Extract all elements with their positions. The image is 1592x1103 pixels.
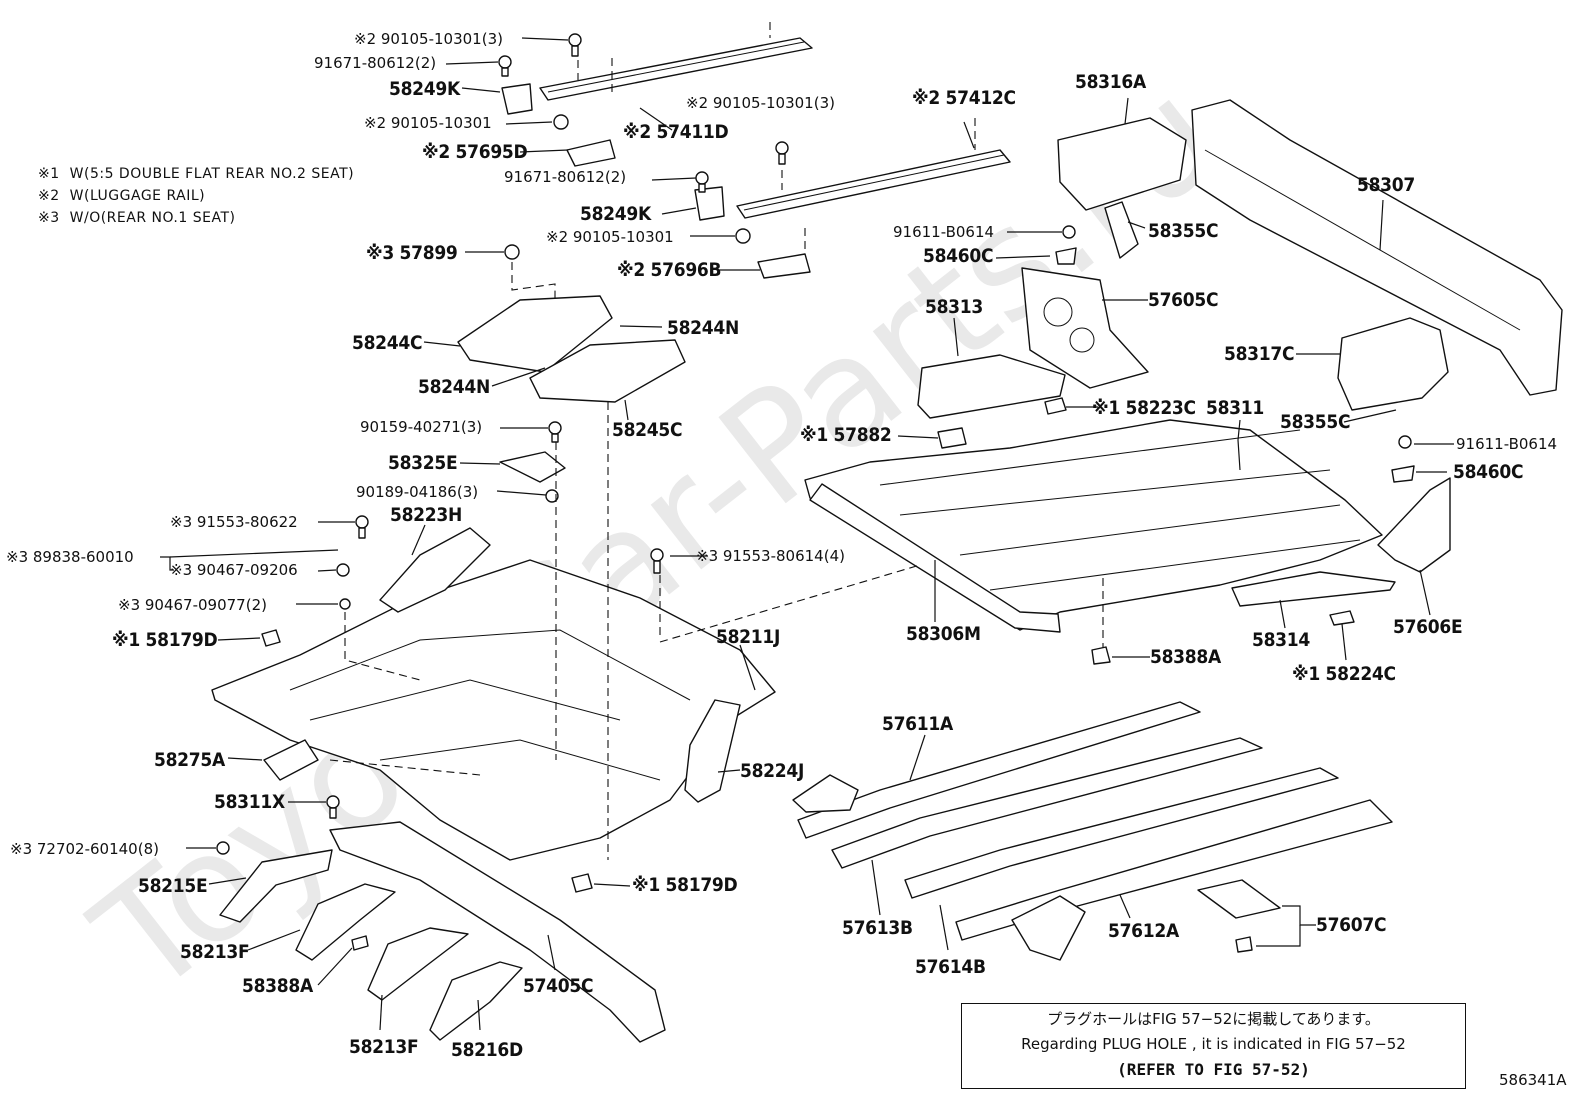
label-58213F-lower: 58213F [349,1036,418,1058]
label-57606E: 57606E [1393,616,1462,638]
label-57411D: ※2 57411D [623,121,729,143]
label-57412C: ※2 57412C [912,87,1016,109]
label-58244N-left: 58244N [418,376,490,398]
label-58244C: 58244C [352,332,422,354]
legend-mark-3: ※3 [38,210,60,226]
label-58311: 58311 [1206,397,1264,419]
note-japanese: プラグホールはFIG 57−52に掲載してあります。 [1047,1010,1380,1028]
label-58215E: 58215E [138,875,207,897]
label-90189-04186-3: 90189-04186(3) [356,483,478,501]
label-57405C: 57405C [523,975,593,997]
svg-text:※3W/O(REAR NO.1 SEAT): ※3 W/O(REAR NO.1 SEAT) [38,210,235,226]
label-58275A: 58275A [154,749,226,771]
label-58224C: ※1 58224C [1292,663,1396,685]
label-72702-60140-8: ※3 72702-60140(8) [10,840,159,858]
legend-mark-2: ※2 [38,188,60,204]
label-91611-B0614-top: 91611-B0614 [893,223,994,241]
label-58355C-right: 58355C [1280,411,1350,433]
reference-note: プラグホールはFIG 57−52に掲載してあります。 Regarding PLU… [961,1003,1466,1089]
label-58179D-left: ※1 58179D [112,629,218,651]
label-58224J: 58224J [740,760,804,782]
label-58213F-upper: 58213F [180,941,249,963]
label-91611-B0614-right: 91611-B0614 [1456,435,1557,453]
label-58244N-right: 58244N [667,317,739,339]
label-90105-10301-3-mid: ※2 90105-10301(3) [686,94,835,112]
leader-lines [160,37,1454,1031]
label-90105-10301-mid: ※2 90105-10301 [546,228,674,246]
label-57612A: 57612A [1108,920,1180,942]
label-58314: 58314 [1252,629,1310,651]
label-58249K-mid: 58249K [580,203,652,225]
label-58460C-right: 58460C [1453,461,1523,483]
label-58317C: 58317C [1224,343,1294,365]
label-90467-09077-2: ※3 90467-09077(2) [118,596,267,614]
label-91553-80614-4: ※3 91553-80614(4) [696,547,845,565]
label-90159-40271-3: 90159-40271(3) [360,418,482,436]
label-91671-80612-2-mid: 91671-80612(2) [504,168,626,186]
assembly-lines [329,22,1104,860]
label-58325E: 58325E [388,452,457,474]
legend-mark-1: ※1 [38,166,60,182]
fastener-icons [216,33,1415,855]
label-57607C: 57607C [1316,914,1386,936]
label-57614B: 57614B [915,956,986,978]
label-58388A-left: 58388A [242,975,314,997]
part-shapes [211,37,1563,1043]
label-58179D-bottom: ※1 58179D [632,874,738,896]
label-90467-09206: ※3 90467-09206 [170,561,298,579]
label-90105-10301-top: ※2 90105-10301 [364,114,492,132]
label-57696B: ※2 57696B [617,259,721,281]
legend-text-1: W(5:5 DOUBLE FLAT REAR NO.2 SEAT) [70,166,355,182]
label-57613B: 57613B [842,917,913,939]
figure-code: 586341A [1499,1071,1567,1089]
label-58460C-top: 58460C [923,245,993,267]
label-91671-80612-2-top: 91671-80612(2) [314,54,436,72]
label-58355C-top: 58355C [1148,220,1218,242]
label-58216D: 58216D [451,1039,523,1061]
label-58249K-top: 58249K [389,78,461,100]
legend-text-2: W(LUGGAGE RAIL) [70,188,205,204]
svg-text:※2W(LUGGAGE RAIL): ※2 W(LUGGAGE RAIL) [38,188,205,204]
legend-text-3: W/O(REAR NO.1 SEAT) [70,210,236,226]
label-58223C: ※1 58223C [1092,397,1196,419]
label-57899: ※3 57899 [366,242,458,264]
svg-text:※1W(5:5 DOUBLE FLAT REAR NO.2: ※1 W(5:5 DOUBLE FLAT REAR NO.2 SEAT) [38,166,354,182]
label-58211J: 58211J [716,626,780,648]
label-58388A-right: 58388A [1150,646,1222,668]
note-english: Regarding PLUG HOLE , it is indicated in… [1021,1035,1406,1053]
label-58306M: 58306M [906,623,981,645]
label-57695D: ※2 57695D [422,141,528,163]
label-89838-60010: ※3 89838-60010 [6,548,134,566]
label-58313: 58313 [925,296,983,318]
label-57882: ※1 57882 [800,424,892,446]
label-58316A: 58316A [1075,71,1147,93]
label-57611A: 57611A [882,713,954,735]
label-58245C: 58245C [612,419,682,441]
legend: ※1 W(5:5 DOUBLE FLAT REAR NO.2 SEAT) ※2 W(… [38,166,354,226]
label-58311X: 58311X [214,791,285,813]
note-reference: (REFER TO FIG 57-52) [1117,1060,1310,1079]
label-58307: 58307 [1357,174,1415,196]
label-90105-10301-3-top: ※2 90105-10301(3) [354,30,503,48]
label-58223H: 58223H [390,504,462,526]
label-91553-80622: ※3 91553-80622 [170,513,298,531]
callout-labels: ※2 90105-10301(3) 91671-80612(2) 58249K … [6,30,1557,1061]
label-57605C: 57605C [1148,289,1218,311]
